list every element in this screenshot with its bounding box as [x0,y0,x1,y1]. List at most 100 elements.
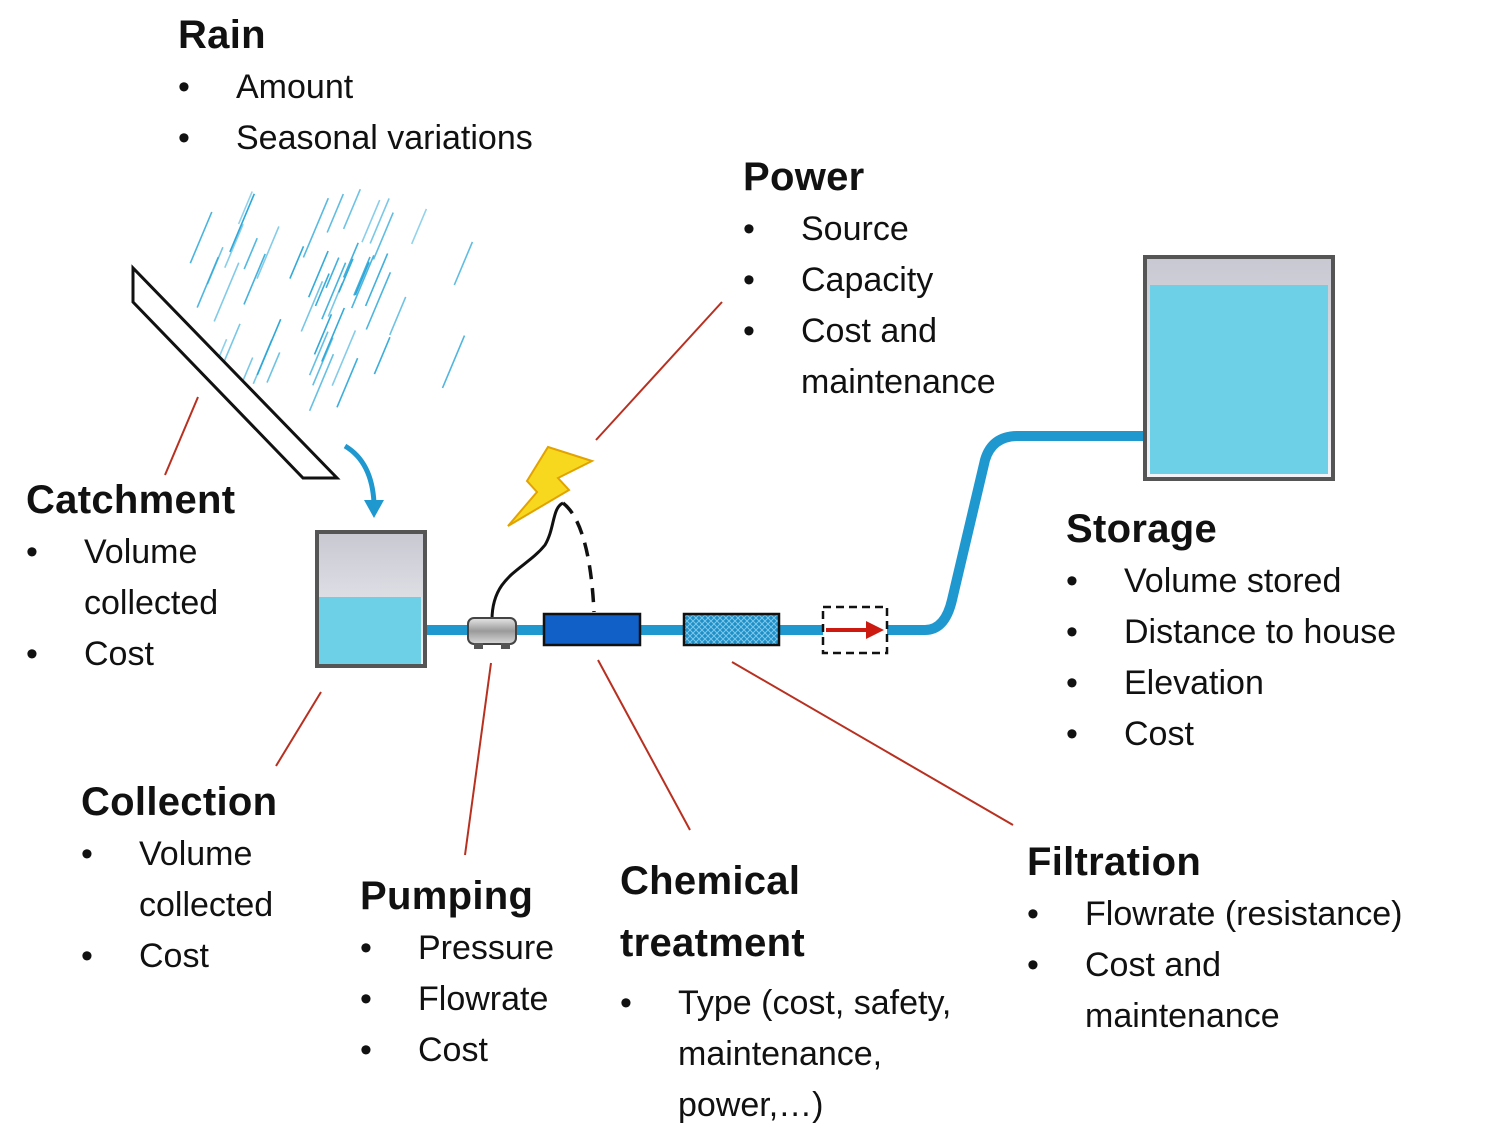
bullet-item: Type (cost, safety, maintenance, power,…) [620,978,951,1131]
rain-streak [350,254,375,309]
collection-tank-icon [315,530,427,668]
bullet-text: Volume [139,835,253,873]
rain-streak [325,257,340,289]
rain-streak [364,253,389,307]
section-title: Rain [178,13,266,57]
bullet-text: Cost and [1085,946,1222,984]
bullet-item: Volume stored [1066,556,1396,607]
bullet-text: maintenance [801,363,996,401]
bullet-item: Cost [26,629,235,680]
rain-streak [321,262,347,320]
bullet-item: Source [743,204,996,255]
bullet-item: Distance to house [1066,607,1396,658]
bullet-list: Volume collectedCost [81,829,277,982]
rain-streak [256,318,282,376]
bullet-text: maintenance [1085,997,1280,1035]
bullet-text: collected [139,886,274,924]
collection-label-block: Collection Volume collectedCost [81,779,277,982]
bullet-list: AmountSeasonal variations [178,62,533,164]
flow-arrow-head [364,500,384,518]
filtration-label-block: Filtration Flowrate (resistance)Cost and… [1027,839,1402,1042]
bullet-list: PressureFlowrateCost [360,923,554,1076]
rain-streak [289,245,305,279]
rain-streak [243,237,258,270]
bullet-item: Capacity [743,255,996,306]
bullet-text: Type (cost, safety, [678,984,952,1022]
power-wire-dashed [561,501,596,613]
rain-label-block: Rain AmountSeasonal variations [178,12,533,164]
pipe [425,431,1145,635]
rain-streak [213,262,240,322]
rain-streak [369,198,390,244]
rain-streak [453,241,474,286]
bullet-item: Volume collected [81,829,277,931]
rain-streak [302,197,330,258]
bullet-text: Pressure [418,929,555,967]
rain-streak [189,211,213,264]
flow-arrow-icon [343,443,377,504]
power-wire [490,501,564,621]
bullet-text: maintenance, [678,1035,883,1073]
rain-streak [307,250,329,298]
catchment-panel-icon [131,264,341,480]
section-title: Pumping [360,874,534,918]
rain-streak [410,208,428,245]
bullet-text: Cost [139,937,209,975]
bullet-text: power,…) [678,1086,824,1124]
bullet-text: Amount [236,68,354,106]
rain-streak [342,242,359,278]
bullet-text: Source [801,210,909,248]
rain-streak [206,246,224,285]
valve-arrow-icon [821,605,889,655]
bullet-text: Distance to house [1124,613,1397,651]
rain-streak [441,335,466,389]
rain-streak [365,271,392,330]
pumping-label-block: Pumping PressureFlowrateCost [360,873,554,1076]
rain-streak [243,253,266,305]
section-title: Catchment [26,478,236,522]
bullet-text: Flowrate [418,980,549,1018]
bullet-item: Seasonal variations [178,113,533,164]
rain-streak [308,331,329,376]
rain-streak [372,212,394,260]
bullet-text: Seasonal variations [236,119,533,157]
rain-streak [338,258,354,293]
bullet-item: Cost and maintenance [1027,940,1402,1042]
chemical-treatment-unit [542,612,642,647]
bullet-item: Cost [81,931,277,982]
rain-streak [224,223,244,269]
catchment-label-block: Catchment VolumecollectedCost [26,477,235,680]
section-title: Collection [81,780,278,824]
rain-streak [354,261,370,296]
rain-streak [326,193,345,233]
rain-streak [256,226,280,280]
rain-streak [312,337,334,386]
bullet-text: Volume [84,533,198,571]
bullet-text: Elevation [1124,664,1264,702]
rain-streak [308,353,335,412]
bullet-text: Cost [84,635,154,673]
bullet-text: Cost [1124,715,1194,753]
bullet-list: VolumecollectedCost [26,527,235,680]
rain-streak [389,296,407,336]
bullet-item: Pressure [360,923,554,974]
bullet-item: Cost [360,1025,554,1076]
rain-streak [313,313,333,355]
rain-streak [229,193,256,253]
bullet-list: Volume storedDistance to houseElevationC… [1066,556,1396,760]
rain-streak [314,273,330,307]
bullet-text: Cost [418,1031,488,1069]
section-title-line-1: Chemical [620,859,801,903]
bullet-list: Type (cost, safety, maintenance, power,…) [620,978,951,1131]
storage-label-block: Storage Volume storedDistance to houseEl… [1066,506,1396,760]
rain-streak [321,307,346,362]
rain-streak [266,352,281,383]
rain-streak [342,188,362,230]
leader-lines [164,301,1014,856]
bullet-item: Flowrate [360,974,554,1025]
